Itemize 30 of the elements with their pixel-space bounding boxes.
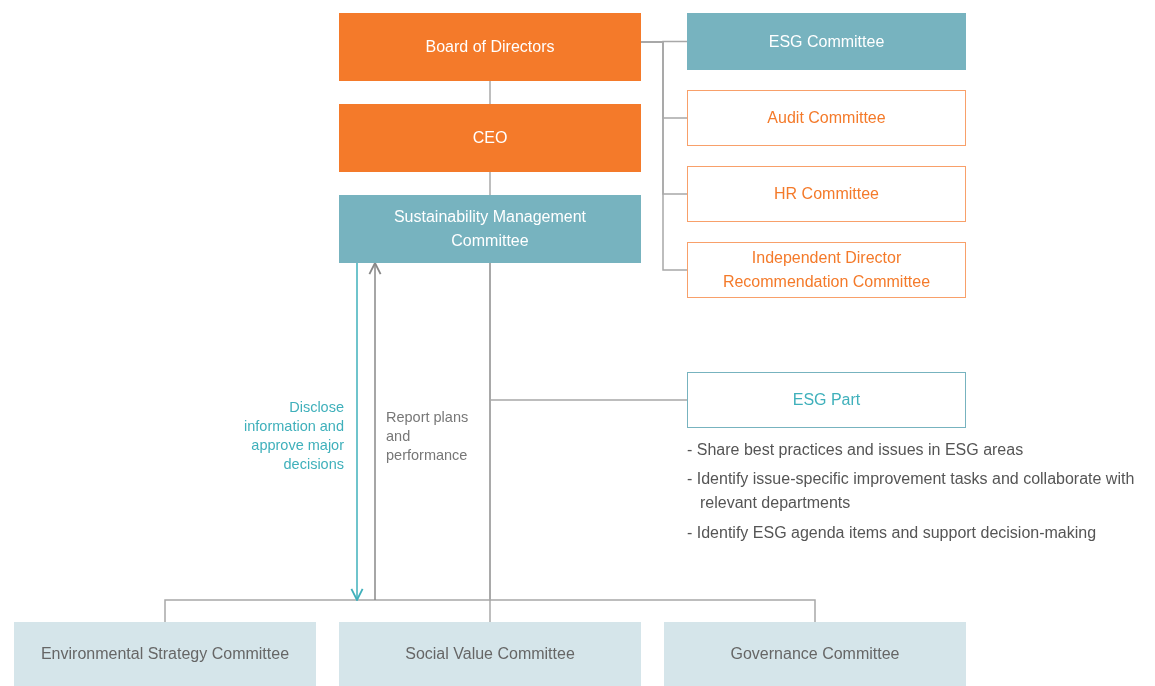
box-label: Social Value Committee bbox=[404, 644, 576, 664]
committee-box bbox=[687, 90, 966, 146]
committee-box bbox=[687, 166, 966, 222]
bullet-item: - Identify ESG agenda items and support decision-making bbox=[687, 523, 1098, 543]
subcommittee-box bbox=[14, 622, 316, 686]
box-label: Governance Committee bbox=[729, 644, 901, 664]
committee-box bbox=[687, 13, 966, 70]
box-label: Environmental Strategy Committee bbox=[39, 644, 291, 664]
committee-box bbox=[339, 195, 641, 263]
connector-line bbox=[640, 41, 688, 271]
arrow bbox=[350, 262, 364, 601]
executive-box bbox=[339, 13, 641, 81]
bullet-item: - Identify issue-specific improvement tasks and collaborate with relevant departments bbox=[687, 469, 1136, 513]
box-label: HR Committee bbox=[773, 184, 880, 204]
connector-line bbox=[489, 80, 491, 105]
box-label: Board of Directors bbox=[424, 37, 556, 57]
box-label: Sustainability Management Committee bbox=[392, 207, 588, 251]
bullet-item: - Share best practices and issues in ESG areas bbox=[687, 440, 1025, 460]
connector-line bbox=[489, 171, 491, 196]
box-label: ESG Committee bbox=[767, 31, 886, 52]
arrow bbox=[368, 262, 382, 601]
committee-box bbox=[687, 242, 966, 298]
box-label: Independent Director Recommendation Committee bbox=[721, 248, 932, 292]
box-label: Audit Committee bbox=[766, 108, 887, 128]
box-label: CEO bbox=[471, 128, 509, 148]
box-label: ESG Part bbox=[791, 390, 862, 410]
team-box bbox=[687, 372, 966, 428]
subcommittee-box bbox=[664, 622, 966, 686]
executive-box bbox=[339, 104, 641, 172]
subcommittee-box bbox=[339, 622, 641, 686]
